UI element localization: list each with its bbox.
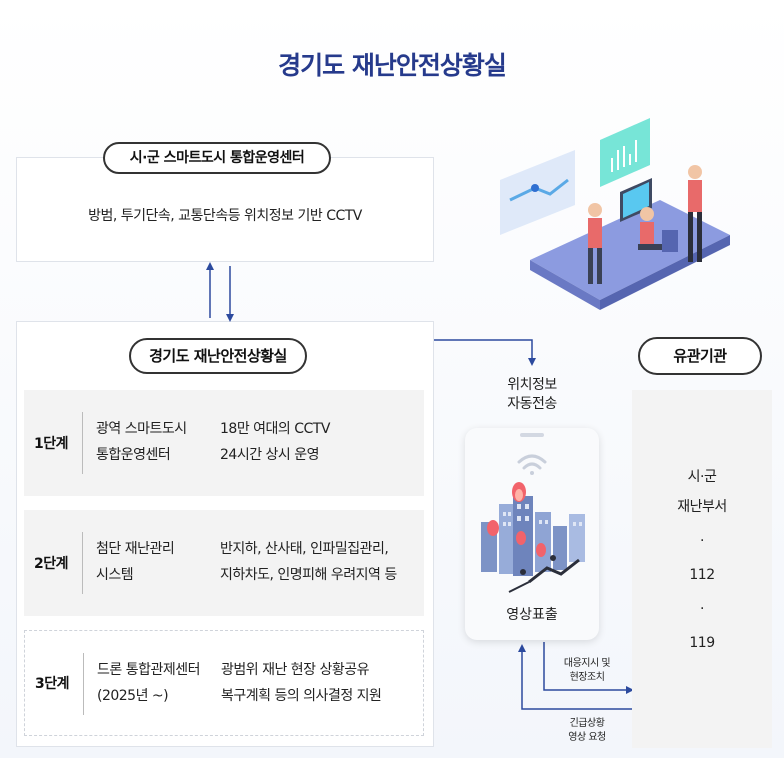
wifi-icon [517,454,547,475]
agency-item: 112 [689,567,715,583]
phone-speaker [520,433,544,437]
stage-name-line: 광역 스마트도시 [96,421,187,437]
response-line: 대응지시 및 [563,658,611,669]
stage-name-line: 첨단 재난관리 [96,541,175,557]
stage-name-line: 통합운영센터 [96,447,171,463]
agency-item: 시·군 [687,469,717,485]
stage-row-2: 2단계 첨단 재난관리 시스템 반지하, 산사태, 인파밀집관리, 지하차도, … [24,510,424,616]
stage-desc-line: 광범위 재난 현장 상황공유 [221,662,370,678]
request-line: 긴급상황 [569,718,605,729]
stage-name: 광역 스마트도시 통합운영센터 [96,416,187,468]
response-label: 대응지시 및 현장조치 [550,657,624,685]
stage-row-3: 3단계 드론 통합관제센터 (2025년 ~) 광범위 재난 현장 상황공유 복… [24,630,424,736]
auto-transfer-label: 위치정보 자동전송 [486,376,578,414]
operator-figures [588,165,702,284]
agency-item: 재난부서 [677,499,727,515]
stage-divider [82,532,83,594]
stage-name-line: (2025년 ~) [97,688,169,704]
stage-description: 광범위 재난 현장 상황공유 복구계획 등의 의사결정 지원 [221,657,382,709]
agency-item: 119 [689,635,715,651]
stage-desc-line: 18만 여대의 CCTV [220,421,330,437]
stage-number: 3단계 [35,676,70,692]
stage-description: 반지하, 산사태, 인파밀집관리, 지하차도, 인명피해 우려지역 등 [220,536,397,588]
agency-separator: · [700,601,704,617]
stage-name-line: 시스템 [96,567,134,583]
transfer-line: 위치정보 [507,377,557,393]
response-line: 현장조치 [569,672,605,683]
stage-name-line: 드론 통합관제센터 [97,662,201,678]
stage-description: 18만 여대의 CCTV 24시간 상시 운영 [220,416,330,468]
agency-separator: · [700,533,704,549]
page-title: 경기도 재난안전상황실 [278,51,507,80]
stage-desc-line: 반지하, 산사태, 인파밀집관리, [220,541,389,557]
smartphone-video-display: 영상표출 [465,428,599,640]
request-label: 긴급상황 영상 요청 [550,717,624,745]
stage-name: 첨단 재난관리 시스템 [96,536,175,588]
stage-desc-line: 24시간 상시 운영 [220,447,319,463]
gyeonggi-main-label: 경기도 재난안전상황실 [129,338,307,374]
stage-desc-line: 복구계획 등의 의사결정 지원 [221,688,382,704]
stage-name: 드론 통합관제센터 (2025년 ~) [97,657,201,709]
city-center-label: 시·군 스마트도시 통합운영센터 [103,142,331,174]
city-center-box [16,157,434,262]
city-center-description: 방범, 투기단속, 교통단속등 위치정보 기반 CCTV [88,208,362,224]
transfer-line: 자동전송 [507,396,557,412]
phone-label: 영상표출 [506,607,558,623]
hologram-chart-screen [600,118,650,187]
stage-divider [82,412,83,474]
stage-desc-line: 지하차도, 인명피해 우려지역 등 [220,567,397,583]
city-fire-illustration [481,454,585,593]
stage-row-1: 1단계 광역 스마트도시 통합운영센터 18만 여대의 CCTV 24시간 상시… [24,390,424,496]
request-line: 영상 요청 [568,732,606,743]
agency-panel [632,390,772,748]
stage-divider [83,653,84,715]
fire-icon [487,482,546,557]
hologram-map-screen [500,150,575,235]
stage-number: 1단계 [34,436,69,452]
arrow-transfer [434,339,536,366]
agency-list: 시·군 재난부서 · 112 · 119 [632,462,772,658]
stage-number: 2단계 [34,556,69,572]
agency-label: 유관기관 [638,337,762,375]
control-room-illustration [500,118,730,310]
